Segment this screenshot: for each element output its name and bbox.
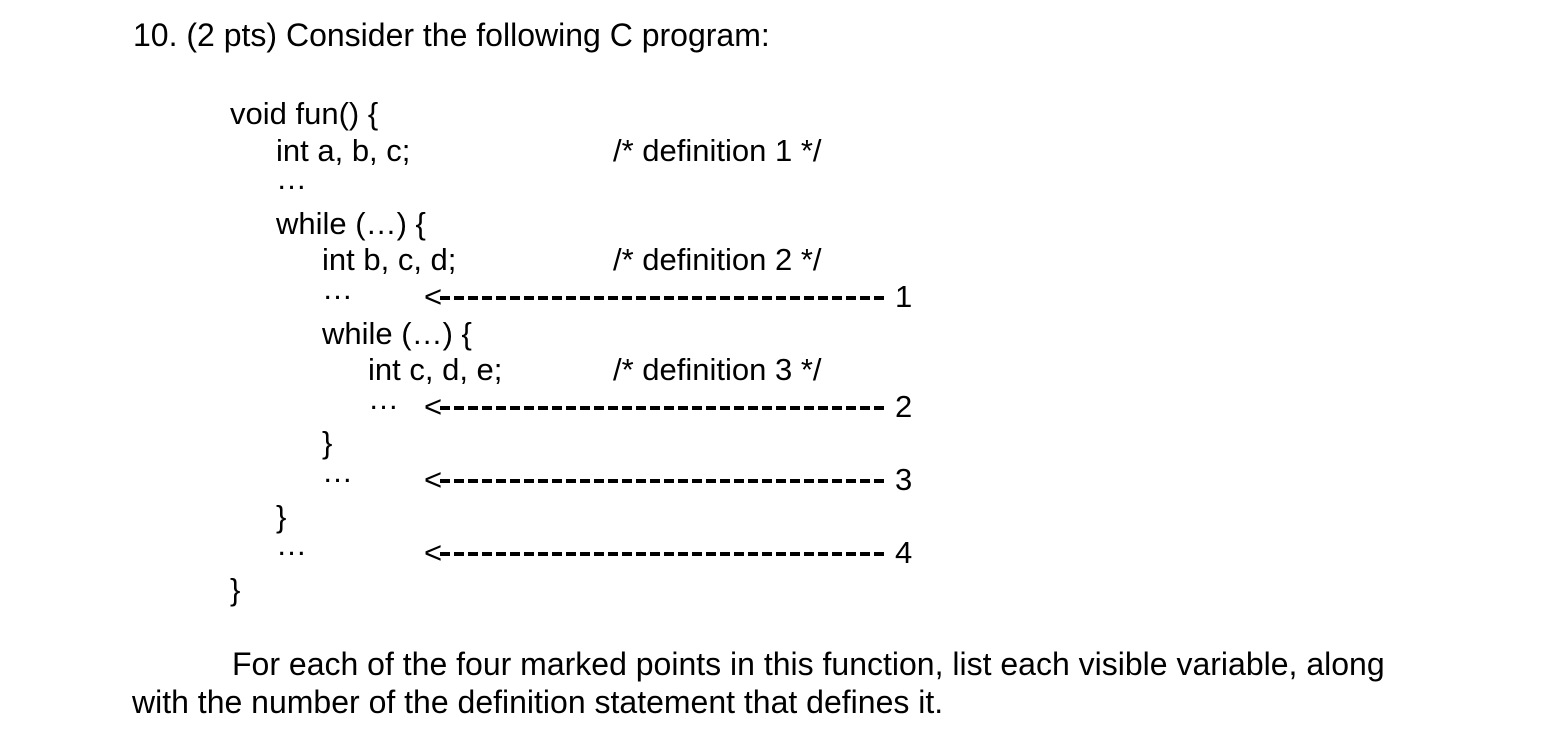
code-comment: /* definition 3 */ xyxy=(613,352,822,388)
code-block: void fun() {int a, b, c; /* definition 1 … xyxy=(0,95,1548,625)
code-line: } xyxy=(0,424,1548,461)
code-line: … <4 xyxy=(0,527,1548,571)
code-ellipsis: … xyxy=(276,527,307,563)
code-line: } xyxy=(0,498,1548,535)
code-ellipsis: … xyxy=(322,454,353,489)
arrow-head-icon: < xyxy=(424,535,443,571)
code-text: int b, c, d; xyxy=(322,242,457,278)
arrow-dash-line xyxy=(440,296,886,300)
code-text: int c, d, e; xyxy=(368,352,503,388)
code-line: void fun() { xyxy=(0,95,1548,132)
code-ellipsis: … xyxy=(276,161,307,197)
arrow-dash-line xyxy=(440,405,886,410)
code-line: while (…) { xyxy=(0,315,1548,352)
arrow-dash-line xyxy=(440,479,886,483)
code-line: … xyxy=(0,161,1548,205)
code-text: int a, b, c; xyxy=(276,132,411,168)
arrow-marker-number: 1 xyxy=(895,279,913,314)
code-text: while (…) { xyxy=(322,315,472,351)
arrow-head-icon: < xyxy=(424,462,443,497)
code-line: int c, d, e; /* definition 3 */ xyxy=(0,351,1548,388)
code-ellipsis: … xyxy=(322,271,353,306)
code-comment: /* definition 1 */ xyxy=(613,132,822,168)
code-line: … <3 xyxy=(0,454,1548,498)
arrow-marker-number: 2 xyxy=(895,388,913,424)
code-line: … <1 xyxy=(0,271,1548,315)
arrow-marker-number: 3 xyxy=(895,462,913,497)
code-text: while (…) { xyxy=(276,205,426,241)
code-line: int b, c, d; /* definition 2 */ xyxy=(0,241,1548,278)
code-text: } xyxy=(322,425,333,461)
code-line: while (…) { xyxy=(0,205,1548,242)
arrow-head-icon: < xyxy=(424,279,443,314)
code-line: int a, b, c; /* definition 1 */ xyxy=(0,132,1548,169)
code-text: } xyxy=(276,498,287,534)
code-text: void fun() { xyxy=(230,96,379,131)
code-line: … <2 xyxy=(0,381,1548,425)
code-line: } xyxy=(0,571,1548,608)
arrow-marker-number: 4 xyxy=(895,535,913,571)
question-prompt: For each of the four marked points in th… xyxy=(132,646,1385,720)
arrow-head-icon: < xyxy=(424,388,443,424)
question-heading: 10. (2 pts) Consider the following C pro… xyxy=(133,17,770,53)
code-text: } xyxy=(230,571,241,607)
arrow-dash-line xyxy=(440,552,886,557)
code-comment: /* definition 2 */ xyxy=(613,242,822,278)
code-ellipsis: … xyxy=(368,380,399,416)
